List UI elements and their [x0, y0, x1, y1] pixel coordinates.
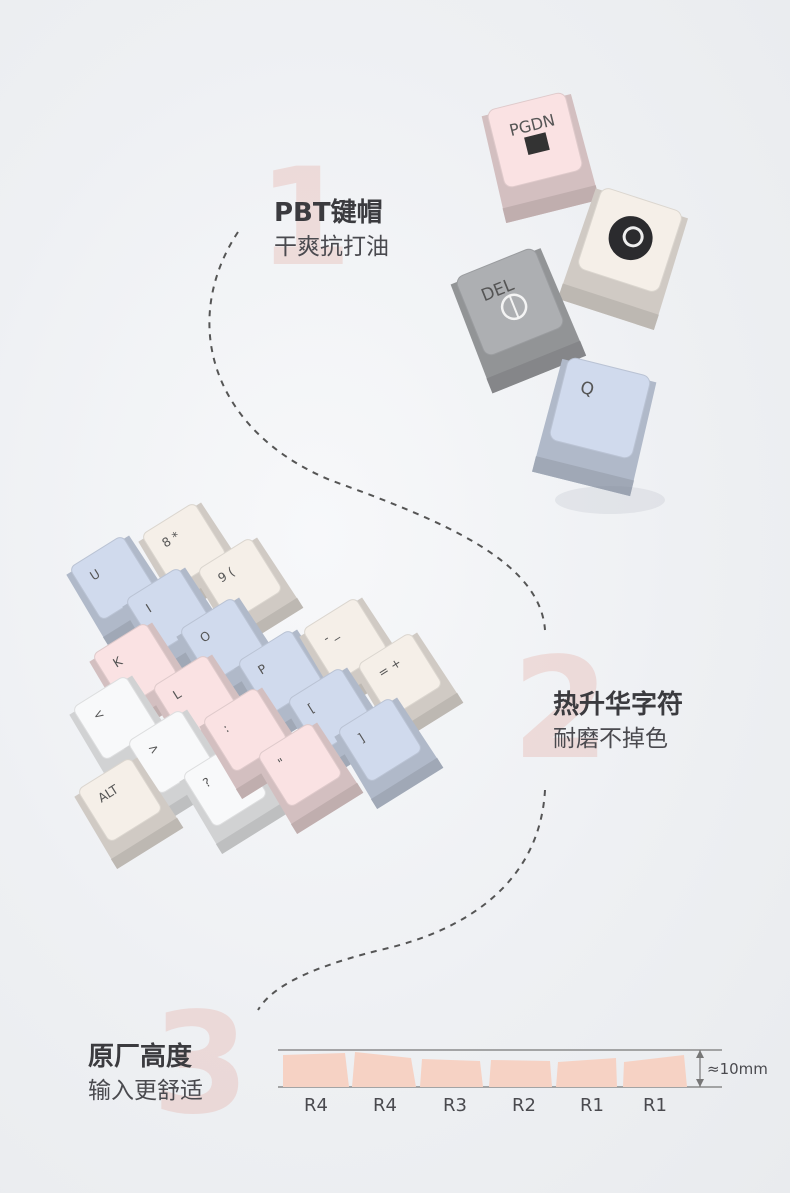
keycap-front — [557, 283, 659, 330]
height-label: ≈10mm — [707, 1060, 768, 1078]
profile-keycap-shape — [352, 1052, 416, 1087]
floating-keycap — [557, 188, 689, 330]
profile-row-label: R1 — [580, 1095, 604, 1116]
profile-row-label: R1 — [643, 1095, 667, 1116]
keycap-top — [79, 759, 161, 841]
feature-title-1: PBT键帽 — [274, 198, 383, 228]
profile-keycap-shape — [420, 1059, 483, 1087]
profile-row-label: R3 — [443, 1095, 467, 1116]
feature-number-1: 1 — [258, 139, 352, 296]
profile-keycap-shape — [623, 1055, 687, 1087]
dashed-connector-2 — [257, 789, 546, 1011]
feature-subtitle-3: 输入更舒适 — [88, 1078, 203, 1104]
profile-row-label: R2 — [512, 1095, 536, 1116]
cluster-keycap: " — [254, 722, 364, 835]
keycap-front — [215, 802, 289, 855]
keycap-front — [502, 185, 600, 224]
dimension-arrow-top — [696, 1050, 704, 1058]
feature-title-2: 热升华字符 — [553, 690, 684, 720]
keycap-front — [110, 817, 184, 870]
keycap-top — [199, 539, 281, 621]
floating-keycap: Q — [532, 357, 657, 497]
keycap-top — [359, 634, 441, 716]
profile-keycap-shape — [556, 1058, 617, 1087]
feature-number-2: 2 — [512, 628, 610, 791]
round-emblem-icon — [608, 216, 653, 261]
keycap-top — [339, 699, 421, 781]
globe-meridian-icon — [508, 295, 520, 319]
keycap-front — [486, 340, 587, 394]
keycap-top — [259, 724, 341, 806]
feature-subtitle-1: 干爽抗打油 — [274, 234, 389, 260]
keycap-legend: 9 ( — [215, 564, 237, 586]
feature-title-3: 原厂高度 — [88, 1042, 193, 1072]
profile-keycap-shape — [489, 1060, 552, 1087]
profile-row-label: R4 — [304, 1095, 328, 1116]
floating-keycap: PGDN — [481, 92, 600, 224]
keycap-legend: Q — [578, 378, 596, 401]
keycap-top — [549, 357, 651, 459]
keycap-shadow — [555, 486, 665, 514]
dimension-arrow-bottom — [696, 1079, 704, 1087]
keycap-legend: I — [143, 601, 154, 616]
cluster-keycap: ALT — [74, 757, 184, 870]
keycap-front — [290, 782, 364, 835]
feature-number-3: 3 — [152, 983, 250, 1146]
cluster-keycap: ] — [334, 697, 444, 810]
profile-keycap-shape — [283, 1053, 349, 1087]
floating-keycap: DEL — [450, 248, 587, 394]
keycap-legend: : — [220, 720, 231, 735]
pixel-creature-icon — [524, 132, 550, 156]
keycap-top — [456, 248, 564, 356]
emblem-ring-icon — [622, 226, 644, 248]
keycap-profile-diagram — [278, 1049, 722, 1088]
keycap-front — [370, 757, 444, 810]
profile-row-label: R4 — [373, 1095, 397, 1116]
keycap-front — [532, 456, 634, 497]
feature-subtitle-2: 耐磨不掉色 — [553, 726, 668, 752]
